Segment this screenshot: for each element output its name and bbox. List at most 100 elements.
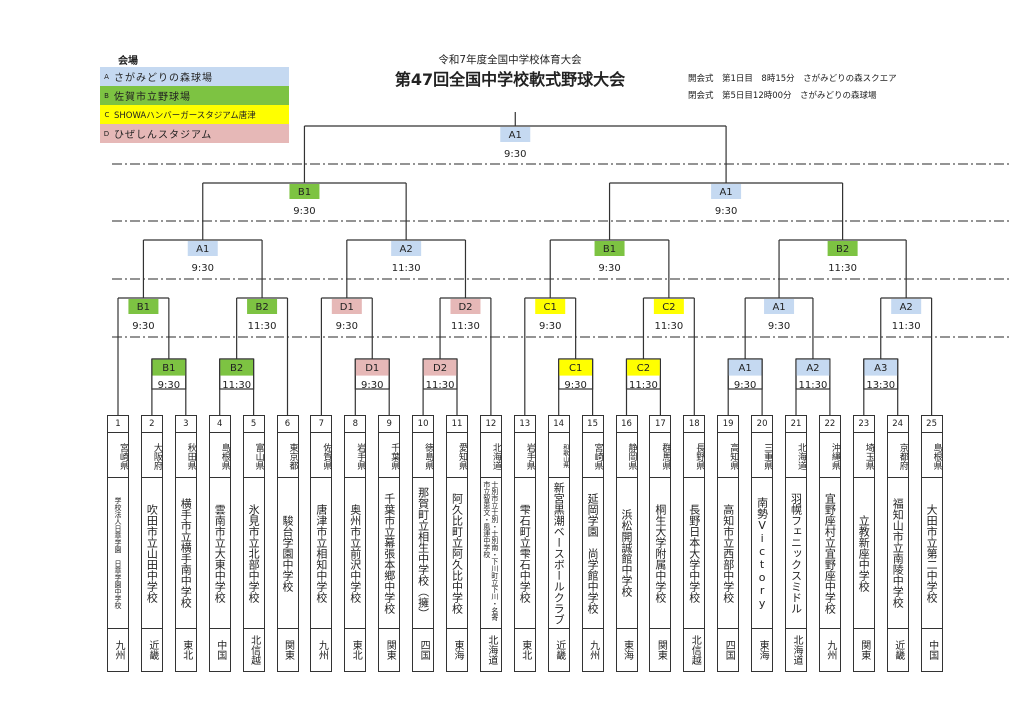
- team-prefecture: 宮崎県: [582, 433, 603, 478]
- team-number: 10: [413, 416, 434, 433]
- match-time: 9:30: [734, 380, 756, 391]
- team-prefecture: 埼玉県: [853, 433, 874, 478]
- venue-label: D2: [458, 302, 472, 313]
- venue-label: C2: [637, 363, 650, 374]
- match-time: 9:30: [539, 321, 561, 332]
- team-number: 3: [175, 416, 196, 433]
- team-number: 14: [548, 416, 569, 433]
- venue-label: A1: [719, 187, 732, 198]
- venue-label: C1: [544, 302, 557, 313]
- venue-label: B1: [137, 302, 150, 313]
- match-time: 9:30: [293, 206, 315, 217]
- event-title: 第47回全国中学校軟式野球大会: [394, 70, 626, 89]
- team-region: 近畿: [553, 640, 565, 660]
- team-school: 氷見市立北部中学校: [243, 478, 264, 629]
- venue-badge: [796, 359, 830, 376]
- team-school: 福知山市立南陵中学校: [887, 478, 908, 629]
- match-time: 11:30: [392, 263, 421, 274]
- team-school: 大田市立第二中学校: [921, 478, 942, 629]
- venue-label: A3: [874, 363, 887, 374]
- team-number: 11: [447, 416, 467, 433]
- match-time: 11:30: [426, 380, 455, 391]
- team-number: 12: [480, 416, 501, 433]
- team-number: 13: [514, 416, 535, 433]
- team-number: 16: [616, 416, 637, 433]
- venue-legend-title: 会場: [118, 56, 138, 67]
- team-region: 関東: [655, 640, 667, 660]
- team-region: 四国: [723, 640, 735, 660]
- team-number: 4: [209, 416, 230, 433]
- team-school: 奥州市立前沢中学校: [345, 478, 366, 629]
- match-time: 9:30: [564, 380, 586, 391]
- team-prefecture: 東京都: [277, 433, 298, 478]
- team-region: 九州: [113, 640, 124, 660]
- match-time: 9:30: [715, 206, 737, 217]
- team-number: 9: [379, 416, 400, 433]
- team-prefecture: 岩手県: [514, 433, 535, 478]
- team-prefecture: 佐賀県: [311, 433, 332, 478]
- team-region: 東北: [350, 640, 362, 660]
- venue-badge: [728, 359, 762, 376]
- team-school: 立教新座中学校: [853, 478, 874, 629]
- venue-badge: [653, 299, 684, 314]
- team-school: 那賀町立相生中学校（擁）: [413, 478, 434, 629]
- team-school: 学校法人日章学園 日章学園中学校: [108, 478, 128, 629]
- venue-badge: [500, 127, 531, 142]
- team-region: 北信越: [248, 635, 260, 665]
- venue-code: B: [104, 91, 110, 100]
- venue-a: A さがみどりの森球場: [100, 67, 289, 86]
- team-school: 高知市立西部中学校: [718, 478, 739, 629]
- team-school: 南勢Victory: [752, 478, 773, 629]
- match-time: 11:30: [451, 321, 480, 332]
- team-school: 雲南市立大東中学校: [209, 478, 230, 629]
- venue-badge: [559, 359, 592, 376]
- match-time: 9:30: [598, 263, 620, 274]
- team-number: 1: [108, 416, 128, 433]
- match-time: 13:30: [866, 380, 895, 391]
- team-prefecture: 静岡県: [616, 433, 637, 478]
- team-school: 長野日本大学中学校: [684, 478, 705, 629]
- match-time: 11:30: [222, 380, 251, 391]
- team-region: 近畿: [892, 640, 904, 660]
- match-time: 11:30: [248, 321, 277, 332]
- team-school: 新宮黒潮ベースボールクラブ: [548, 478, 569, 629]
- team-region: 東北: [180, 640, 192, 660]
- venue-label: D2: [433, 363, 447, 374]
- team-number: 18: [684, 416, 705, 433]
- team-school: 吹田市立山田中学校: [141, 478, 162, 629]
- venue-label: A1: [196, 244, 209, 255]
- venue-badge: [247, 299, 278, 314]
- team-school: 浜松開誠館中学校: [616, 478, 637, 629]
- team-prefecture: 島根県: [921, 433, 942, 478]
- team-region: 九州: [587, 640, 599, 660]
- team-region: 北信越: [689, 635, 701, 665]
- team-school: 宜野座村立宜野座中学校: [819, 478, 840, 629]
- venue-badge: [535, 299, 566, 314]
- venue-code: D: [103, 129, 111, 138]
- team-school: 阿久比町立阿久比中学校: [447, 478, 467, 629]
- team-prefecture: 島根県: [209, 433, 230, 478]
- match-time: 9:30: [132, 321, 154, 332]
- venue-badge: [187, 241, 218, 256]
- team-prefecture: 和歌山県: [548, 433, 569, 478]
- venue-badge: [289, 184, 320, 199]
- team-prefecture: 宮崎県: [108, 433, 128, 478]
- team-prefecture: 沖縄県: [819, 433, 840, 478]
- team-prefecture: 富山県: [243, 433, 264, 478]
- venue-legend: A さがみどりの森球場 B 佐賀市立野球場 C SHOWAハンバーガースタジアム…: [100, 67, 289, 143]
- team-prefecture: 千葉県: [379, 433, 400, 478]
- venue-d: D ひぜしんスタジアム: [100, 124, 289, 143]
- team-number: 17: [650, 416, 671, 433]
- team-school: 桐生大学附属中学校: [650, 478, 671, 629]
- team-prefecture: 岩手県: [345, 433, 366, 478]
- venue-label: A2: [400, 244, 413, 255]
- team-region: 近畿: [146, 640, 158, 660]
- team-number: 25: [921, 416, 942, 433]
